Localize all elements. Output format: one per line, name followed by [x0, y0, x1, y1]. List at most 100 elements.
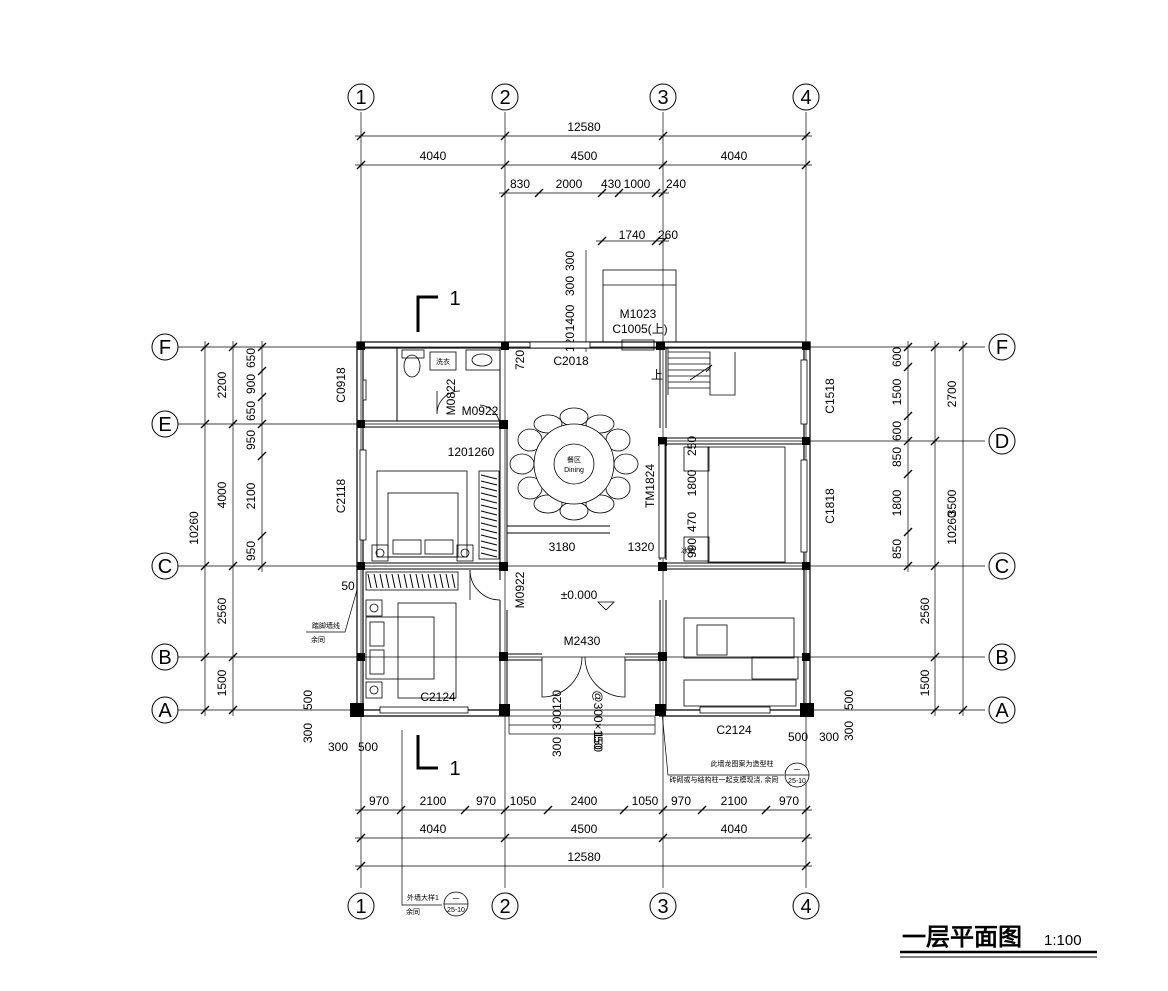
- dim-bot-detail-3: 970: [476, 794, 496, 808]
- wall-detail-same: 余同: [406, 907, 420, 916]
- windows: [359, 341, 808, 714]
- leader-lines: [306, 589, 784, 906]
- door-label-tm1824: TM1824: [643, 464, 657, 508]
- door-label-m0822: M0822: [444, 378, 458, 415]
- dim-right-outer-1: 2700: [945, 380, 959, 407]
- axis-bot-1: 1: [355, 896, 366, 918]
- axis-labels: 1 2 3 4 1 2 3 4 F E C B A F D C B A: [158, 87, 1010, 918]
- dim-bot-span-1: 4040: [420, 822, 447, 836]
- title-underline: [900, 950, 1097, 958]
- dim-left-total: 10260: [187, 511, 201, 545]
- dim-room-990: 990: [685, 538, 699, 558]
- dimension-ticks: [200, 131, 968, 871]
- axis-right-B: B: [995, 647, 1008, 669]
- wash-label: 洗衣: [436, 357, 450, 366]
- dim-left-inner-4: 950: [244, 430, 258, 450]
- window-label-c2018: C2018: [553, 354, 589, 368]
- dim-bot-detail-2: 2100: [420, 794, 447, 808]
- elevation-triangle: [597, 601, 615, 611]
- dim-step-x: 300: [550, 710, 564, 730]
- dim-left-inner-2: 900: [244, 374, 258, 394]
- dim-left-inner-1: 650: [244, 348, 258, 368]
- elevation-label: ±0.000: [561, 588, 598, 602]
- axis-top-1: 1: [355, 87, 366, 109]
- axis-left-E: E: [158, 414, 171, 436]
- axis-left-C: C: [158, 556, 172, 578]
- drawing-scale: 1:100: [1044, 932, 1082, 949]
- column-note-2: 砖砌或与结构柱一起支模现浇, 余同: [670, 775, 779, 784]
- dim-top-span-2: 4500: [571, 149, 598, 163]
- dim-stair-v-2: 300: [563, 276, 577, 296]
- axis-right-D: D: [995, 431, 1009, 453]
- dim-top-span-3: 4040: [721, 149, 748, 163]
- window-label-c2124-left: C2124: [420, 690, 456, 704]
- dim-left-outer-2: 4000: [215, 481, 229, 508]
- dim-room-1320: 1320: [628, 540, 655, 554]
- dim-bot-detail-1: 970: [369, 794, 389, 808]
- axis-bot-3: 3: [657, 896, 668, 918]
- axis-bot-4: 4: [800, 896, 811, 918]
- step-spec-label: @300×150: [591, 690, 605, 750]
- fridge-label: 冰箱: [681, 546, 695, 555]
- dining-label-en: Dining: [564, 467, 584, 474]
- dim-room-50: 50: [341, 579, 355, 593]
- dim-bot-detail-5: 2400: [571, 794, 598, 808]
- dim-bot-detail-4: 1050: [510, 794, 537, 808]
- door-label-m2430: M2430: [564, 634, 601, 648]
- dim-step-150: 150: [591, 732, 605, 752]
- dim-right-total: 10260: [945, 511, 959, 545]
- dim-top-detail-3: 430: [601, 177, 621, 191]
- dim-bot-detail-8: 2100: [721, 794, 748, 808]
- wardrobe-hatch: [367, 474, 498, 589]
- axis-right-C: C: [995, 556, 1009, 578]
- dim-br-500-v: 500: [842, 690, 856, 710]
- dim-br-300-v: 300: [842, 721, 856, 741]
- door-label-m0922-mid: M0922: [513, 571, 527, 608]
- dim-right-inner-1: 600: [890, 347, 904, 367]
- dim-left-outer-3: 2560: [215, 597, 229, 624]
- dim-bl-300-h: 300: [328, 740, 348, 754]
- detail-reference-bubbles: [443, 762, 810, 917]
- section-marks: [416, 295, 438, 770]
- dining-table: [509, 407, 639, 521]
- ref-bubble-col-num: 一: [794, 767, 801, 774]
- dim-left-outer-1: 2200: [215, 371, 229, 398]
- exterior-walls: [356, 341, 811, 717]
- dim-stair-260: 260: [658, 228, 678, 242]
- bathroom-fixtures: [401, 349, 501, 378]
- dim-top-detail-1: 830: [510, 177, 530, 191]
- dim-top-total: 12580: [567, 120, 601, 134]
- window-label-c0918: C0918: [334, 367, 348, 403]
- staircase: [602, 269, 736, 396]
- structural-columns: [350, 342, 814, 717]
- dim-stair-v-1: 300: [563, 251, 577, 271]
- dim-top-detail-2: 2000: [556, 177, 583, 191]
- dim-br-500-h: 500: [788, 730, 808, 744]
- dim-right-inner-4: 850: [890, 447, 904, 467]
- dim-room-3180: 3180: [549, 540, 576, 554]
- dim-bot-span-2: 4500: [571, 822, 598, 836]
- dim-left-inner-3: 650: [244, 401, 258, 421]
- drawing-title: 一层平面图: [902, 924, 1022, 951]
- dining-label-cn: 餐区: [567, 455, 581, 464]
- dim-right-outer-4: 1500: [918, 669, 932, 696]
- dim-room-720: 720: [513, 350, 527, 370]
- dim-stair-width: 1740: [619, 228, 646, 242]
- axis-top-3: 3: [657, 87, 668, 109]
- dim-right-outer-3: 2560: [918, 597, 932, 624]
- interior-walls: [363, 348, 804, 710]
- dim-right-outer-2: 3500: [945, 489, 959, 516]
- axis-right-F: F: [996, 337, 1008, 359]
- column-note-1: 此墙龙图案为造型柱: [711, 759, 774, 768]
- tread-note: 踏脚墙线: [312, 621, 340, 630]
- dim-room-1201260: 1201260: [448, 445, 495, 459]
- section-mark-bottom: 1: [449, 758, 460, 780]
- window-label-c2118: C2118: [334, 478, 348, 513]
- dim-bl-500-h: 500: [358, 740, 378, 754]
- dim-stair-v-3: 1400: [563, 304, 577, 331]
- bedroom-furniture: [365, 446, 799, 707]
- dim-step-300: 300: [550, 737, 564, 757]
- dim-bot-total: 12580: [567, 850, 601, 864]
- dim-step-120: 120: [550, 690, 564, 710]
